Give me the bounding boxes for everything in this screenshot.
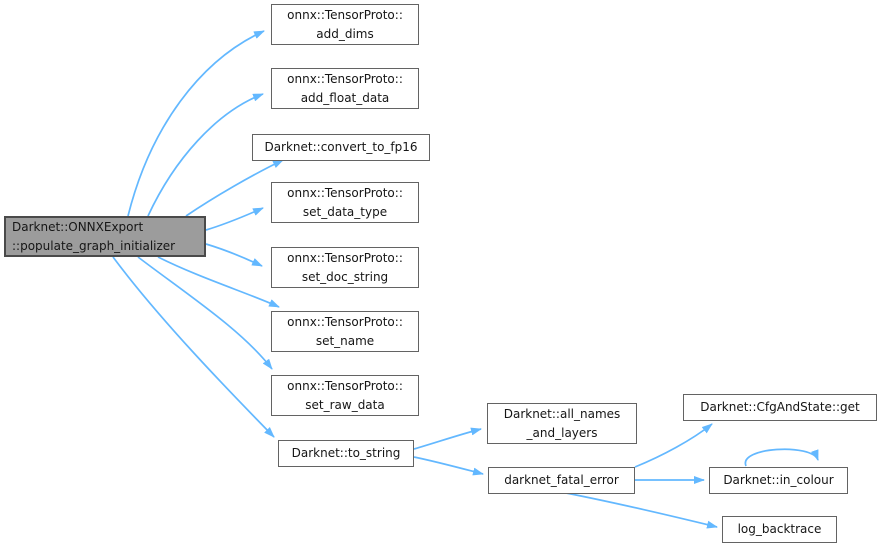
graph-node-label: onnx::TensorProto:: bbox=[287, 7, 403, 22]
graph-node-add_dims[interactable]: onnx::TensorProto::add_dims bbox=[271, 4, 419, 45]
graph-node-add_float_data[interactable]: onnx::TensorProto::add_float_data bbox=[271, 68, 419, 109]
graph-node-label: set_data_type bbox=[302, 204, 388, 219]
graph-node-label: ::populate_graph_initializer bbox=[12, 238, 176, 253]
graph-node-set_raw_data[interactable]: onnx::TensorProto::set_raw_data bbox=[271, 375, 419, 416]
graph-node-label: log_backtrace bbox=[737, 522, 822, 536]
graph-node-label: onnx::TensorProto:: bbox=[287, 185, 403, 200]
graph-node-label: set_name bbox=[315, 333, 375, 348]
graph-node-convert_to_fp16[interactable]: Darknet::convert_to_fp16 bbox=[252, 134, 430, 161]
graph-node-label: Darknet::convert_to_fp16 bbox=[264, 140, 418, 154]
graph-node-label: set_doc_string bbox=[301, 269, 389, 284]
graph-node-label: onnx::TensorProto:: bbox=[287, 314, 403, 329]
graph-node-label: add_float_data bbox=[300, 90, 390, 105]
call-edge-populate_graph_initializer->set_doc_string bbox=[205, 243, 263, 267]
graph-node-label: add_dims bbox=[316, 26, 374, 41]
graph-node-darknet_fatal_error[interactable]: darknet_fatal_error bbox=[488, 467, 635, 494]
graph-node-label: Darknet::ONNXExport bbox=[12, 219, 144, 234]
graph-node-label: Darknet::to_string bbox=[291, 446, 401, 460]
call-edge-in_colour->in_colour bbox=[744, 448, 819, 467]
graph-node-all_names_and_layers[interactable]: Darknet::all_names_and_layers bbox=[487, 403, 637, 444]
graph-node-label: onnx::TensorProto:: bbox=[287, 250, 403, 265]
graph-node-label: set_raw_data bbox=[305, 397, 385, 412]
graph-node-set_name[interactable]: onnx::TensorProto::set_name bbox=[271, 311, 419, 352]
call-edge-to_string->all_names_and_layers bbox=[413, 427, 482, 450]
call-edge-darknet_fatal_error->cfgandstate_get bbox=[634, 423, 713, 468]
call-edge-populate_graph_initializer->set_data_type bbox=[205, 207, 264, 231]
graph-node-label: Darknet::in_colour bbox=[723, 473, 834, 487]
graph-node-set_doc_string[interactable]: onnx::TensorProto::set_doc_string bbox=[271, 247, 419, 288]
call-edge-populate_graph_initializer->convert_to_fp16 bbox=[185, 159, 284, 217]
graph-node-in_colour[interactable]: Darknet::in_colour bbox=[709, 467, 848, 494]
call-edge-darknet_fatal_error->log_backtrace bbox=[565, 492, 718, 529]
graph-node-populate_graph_initializer: Darknet::ONNXExport::populate_graph_init… bbox=[4, 216, 206, 257]
graph-node-set_data_type[interactable]: onnx::TensorProto::set_data_type bbox=[271, 182, 419, 223]
graph-node-label: Darknet::all_names bbox=[503, 406, 621, 421]
graph-node-label: _and_layers bbox=[526, 425, 598, 440]
graph-node-label: onnx::TensorProto:: bbox=[287, 378, 403, 393]
graph-node-label: darknet_fatal_error bbox=[504, 473, 619, 487]
graph-node-label: Darknet::CfgAndState::get bbox=[700, 400, 860, 414]
call-edge-populate_graph_initializer->to_string bbox=[112, 256, 275, 438]
call-edge-populate_graph_initializer->set_raw_data bbox=[137, 256, 273, 370]
call-edge-populate_graph_initializer->add_float_data bbox=[147, 93, 264, 217]
graph-node-cfgandstate_get[interactable]: Darknet::CfgAndState::get bbox=[683, 394, 877, 421]
graph-node-log_backtrace[interactable]: log_backtrace bbox=[722, 516, 837, 543]
call-edge-to_string->darknet_fatal_error bbox=[413, 456, 484, 476]
call-edge-populate_graph_initializer->set_name bbox=[157, 256, 280, 308]
graph-node-label: onnx::TensorProto:: bbox=[287, 71, 403, 86]
graph-node-to_string[interactable]: Darknet::to_string bbox=[278, 440, 414, 467]
call-edge-populate_graph_initializer->add_dims bbox=[127, 30, 265, 217]
